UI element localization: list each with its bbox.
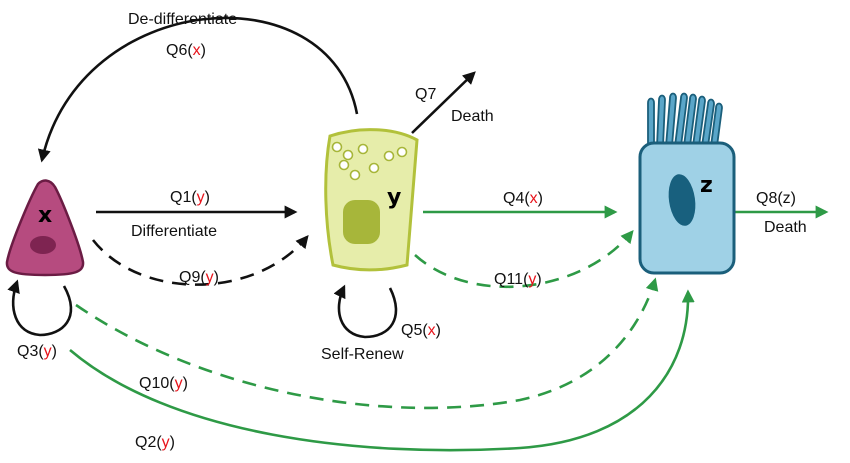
arrow-q11 [414,229,634,289]
granule [368,162,380,174]
q5-arg: x [428,322,436,339]
granule [331,141,343,153]
label-q5: Q5(x) [401,322,441,339]
cilium [682,93,697,147]
q5-name: Q5 [401,322,422,339]
cilium [665,92,677,147]
arrow-q9 [91,234,309,286]
arrow-q10 [75,277,659,410]
paren-close: ) [52,343,57,360]
granule [338,159,350,171]
granule [349,169,361,181]
q1-arg: y [197,189,205,206]
cell-y-label: y [387,185,401,210]
label-q7: Q7 [415,86,436,103]
q11-name: Q11 [494,271,523,288]
label-q4: Q4(x) [503,190,543,207]
label-q11: Q11(y) [494,271,542,288]
arrow-q6-dedifferentiate [37,16,359,163]
q10-arg: y [175,375,183,392]
q3-name: Q3 [17,343,38,360]
q9-arg: y [206,269,214,286]
q6-arg: x [193,42,201,59]
label-q1: Q1(y) [170,189,210,206]
q8-arg: z [783,190,791,207]
cell-y: y [324,128,419,272]
cilium [700,98,715,147]
cell-z: z [638,92,736,275]
cell-z-label: z [700,173,713,198]
q4-name: Q4 [503,190,524,207]
paren-open: ( [169,375,175,392]
arrow-q7-death [411,71,476,134]
label-q3: Q3(y) [17,343,57,360]
paren-open: ( [156,434,162,451]
q9-name: Q9 [179,269,200,286]
label-death-z: Death [764,219,807,236]
cell-x: x [5,179,85,277]
cell-z-nucleus [668,174,696,226]
label-q9: Q9(y) [179,269,219,286]
granule [396,146,408,158]
q8-name: Q8 [756,190,777,207]
label-q6: Q6(x) [166,42,206,59]
q2-arg: y [162,434,170,451]
granule [342,149,354,161]
granule [383,150,395,162]
label-death-y: Death [451,108,494,125]
paren-close: ) [214,269,219,286]
arrow-q2 [69,289,695,452]
cell-x-label: x [38,203,52,228]
granule [357,143,369,155]
label-differentiate: Differentiate [131,223,217,240]
cilium [709,102,723,147]
cell-y-granules [331,141,408,181]
q3-arg: y [44,343,52,360]
arrow-q3-loop [7,279,73,337]
paren-close: ) [436,322,441,339]
label-dedifferentiate: De-differentiate [128,11,237,28]
q11-arg: y [528,271,536,288]
label-q10: Q10(y) [139,375,188,392]
cilium [647,97,655,147]
paren-close: ) [791,190,796,207]
paren-open: ( [191,189,197,206]
paren-close: ) [201,42,206,59]
cell-y-nucleus [343,200,380,244]
cell-x-body [5,179,85,277]
cell-z-cilia [647,92,723,147]
cilium [673,92,688,147]
paren-open: ( [422,322,428,339]
paren-open: ( [523,271,529,288]
label-q2: Q2(y) [135,434,175,451]
q1-name: Q1 [170,189,191,206]
paren-open: ( [187,42,193,59]
label-self-renew: Self-Renew [321,346,404,363]
cilium [656,94,666,147]
q10-name: Q10 [139,375,169,392]
cilium [691,95,706,147]
q6-name: Q6 [166,42,187,59]
cell-x-nucleus [30,236,56,254]
paren-close: ) [538,190,543,207]
paren-close: ) [205,189,210,206]
arrow-q5-loop [333,284,398,339]
paren-close: ) [536,271,541,288]
paren-open: ( [38,343,44,360]
paren-open: ( [200,269,206,286]
q2-name: Q2 [135,434,156,451]
paren-open: ( [777,190,783,207]
paren-open: ( [524,190,530,207]
paren-close: ) [183,375,188,392]
label-q8: Q8(z) [756,190,796,207]
paren-close: ) [170,434,175,451]
q4-arg: x [530,190,538,207]
